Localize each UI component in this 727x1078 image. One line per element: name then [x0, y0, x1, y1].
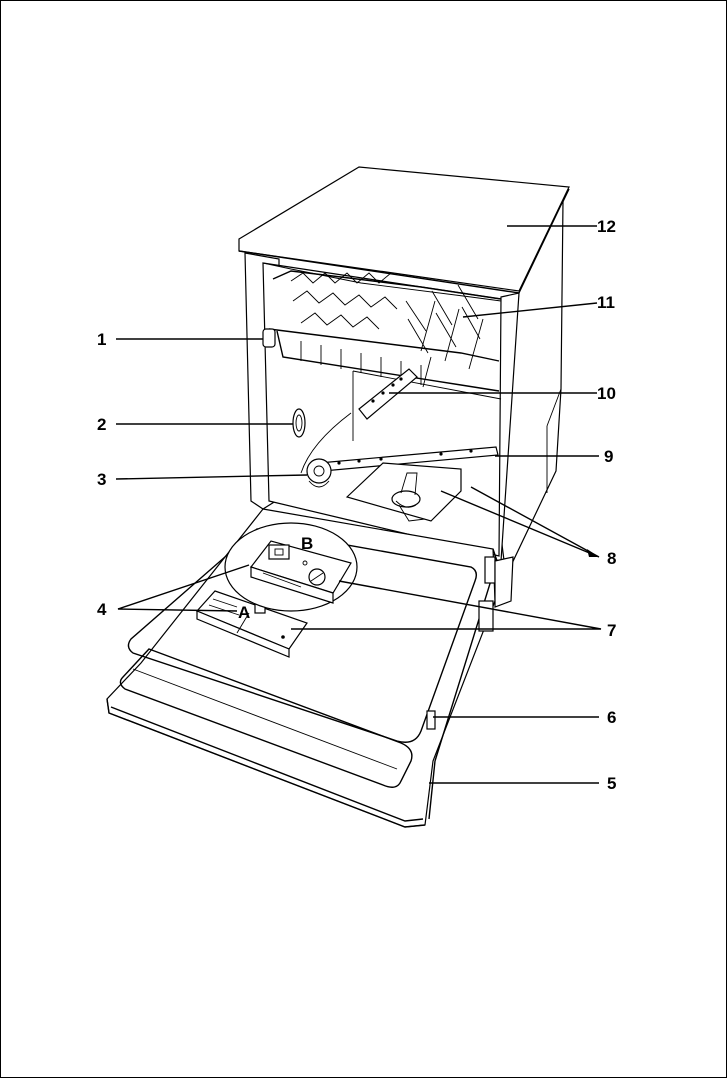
door-latch: [263, 329, 275, 347]
side-component: [293, 409, 305, 437]
callout-8: 8: [607, 549, 616, 568]
callout-5: 5: [607, 774, 616, 793]
callout-2: 2: [97, 415, 106, 434]
callout-9: 9: [604, 447, 613, 466]
door-handle-slot: [427, 711, 435, 729]
callout-b: B: [301, 534, 313, 553]
callout-10: 10: [597, 384, 616, 403]
callout-12: 12: [597, 217, 616, 236]
salt-container-cap: [307, 459, 331, 487]
callout-a: A: [238, 603, 250, 622]
callout-6: 6: [607, 708, 616, 727]
callout-1: 1: [97, 330, 106, 349]
callout-3: 3: [97, 470, 106, 489]
callout-7: 7: [607, 621, 616, 640]
callout-4: 4: [97, 600, 107, 619]
callout-11: 11: [597, 293, 615, 312]
